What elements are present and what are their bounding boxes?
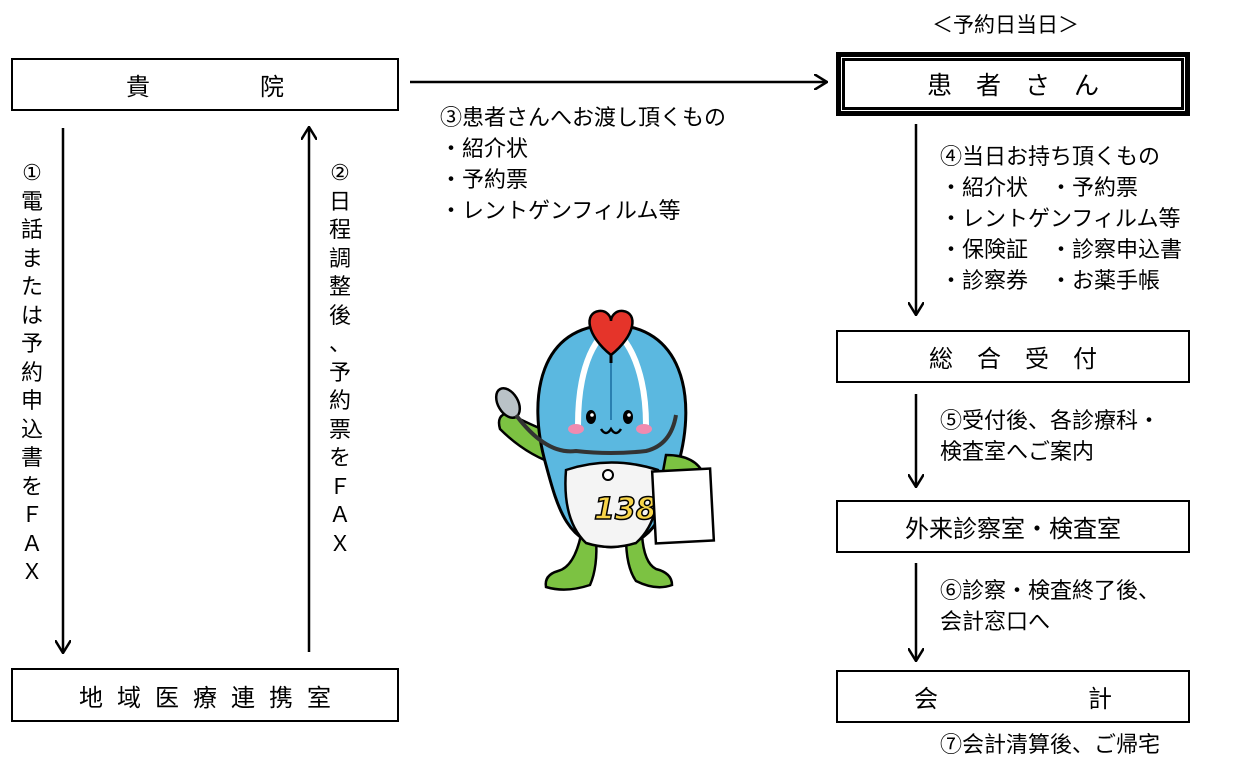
step3-item: ・予約票 [440, 168, 529, 193]
box-regional-liaison: 地 域 医 療 連 携 室 [11, 668, 399, 722]
step3-item: ・紹介状 [440, 137, 529, 162]
box-liaison-char: 地 [79, 683, 103, 712]
hospital-mascot-illustration: 138 [494, 309, 716, 591]
stethoscope-tube [514, 413, 678, 455]
mascot-eye-right [623, 410, 633, 424]
step1-char: 予 [20, 332, 43, 357]
step3-item: ・レントゲンフィルム等 [440, 199, 681, 224]
step1-char: Ｘ [20, 560, 43, 585]
step2-char: 票 [328, 417, 351, 443]
step1-char: 書 [20, 446, 43, 471]
step2-char: 調 [328, 246, 351, 272]
step4-line: ・診察券 ・お薬手帳 [940, 269, 1161, 294]
box-liaison-char: 療 [193, 683, 217, 712]
mascot-number: 138 [594, 492, 657, 527]
step3-heading: ③患者さんへお渡し頂くもの [440, 106, 727, 131]
step2-char: 日 [328, 189, 351, 215]
box-reception-char: 合 [977, 345, 1001, 373]
step6-line: ⑥診察・検査終了後、 [940, 579, 1161, 604]
step6-line: 会計窓口へ [940, 610, 1051, 635]
step1-char: た [20, 275, 43, 300]
step2-char: 程 [328, 218, 351, 243]
step2-char: 後 [328, 303, 351, 329]
box-patient: 患 者 さ ん [836, 52, 1190, 116]
mascot-mouth [599, 426, 623, 435]
step1-char: 約 [20, 360, 43, 386]
step1-char: 電 [20, 189, 43, 215]
box-liaison-char: 室 [307, 683, 331, 712]
step1-char: ま [20, 246, 43, 272]
step1-char: 込 [20, 417, 43, 443]
step2-char: Ｆ [328, 474, 351, 500]
mascot-leg-right [624, 533, 674, 589]
box-patient-char: 者 [975, 71, 1001, 100]
step1-char: は [20, 303, 43, 329]
step1-char: ① [22, 161, 42, 186]
mascot-apron [564, 461, 660, 549]
box-reception-char: 受 [1025, 345, 1049, 373]
box-general-reception: 総 合 受 付 [836, 330, 1190, 383]
step2-char: Ｘ [328, 531, 351, 557]
step2-char: 予 [328, 360, 351, 386]
mascot-cheek-right [636, 424, 652, 434]
step2-label: ② 日 程 調 整 後 、 予 約 票 を Ｆ Ａ Ｘ [326, 160, 354, 559]
box-liaison-char: 域 [117, 683, 141, 712]
box-liaison-char: 連 [231, 683, 255, 712]
box-your-hospital: 貴 院 [11, 58, 399, 111]
step4-line: ・レントゲンフィルム等 [940, 207, 1181, 232]
step5-block: ⑤受付後、各診療科・ 検査室へご案内 [940, 406, 1160, 468]
step1-char: Ｆ [20, 503, 43, 528]
box-your-hospital-char: 院 [260, 73, 284, 101]
box-liaison-char: 医 [155, 683, 179, 712]
step2-char: 、 [328, 332, 351, 357]
step1-char: 話 [20, 218, 43, 243]
mascot-heart-icon [588, 309, 634, 357]
step3-block: ③患者さんへお渡し頂くもの ・紹介状 ・予約票 ・レントゲンフィルム等 [440, 103, 726, 227]
box-accounting-char: 会 [914, 685, 938, 713]
step2-char: を [328, 446, 351, 471]
step4-line: ・紹介状 ・予約票 [940, 176, 1139, 201]
step1-char: 申 [20, 389, 43, 414]
mascot-badge-ring [602, 469, 614, 481]
step2-char: 約 [328, 389, 351, 414]
step4-line: ・保険証 ・診察申込書 [940, 238, 1183, 263]
stethoscope-chestpiece [494, 387, 522, 419]
box-accounting: 会 計 [836, 670, 1190, 723]
step5-line: 検査室へご案内 [940, 440, 1095, 465]
step1-char: Ａ [20, 531, 43, 557]
step6-block: ⑥診察・検査終了後、 会計窓口へ [940, 576, 1160, 638]
box-patient-char: ん [1074, 71, 1100, 100]
box-patient-char: 患 [926, 71, 952, 100]
step1-char: を [20, 474, 43, 500]
step5-line: ⑤受付後、各診療科・ [940, 409, 1161, 434]
step2-char: 整 [328, 275, 351, 300]
step2-char: Ａ [328, 503, 351, 528]
box-accounting-char: 計 [1088, 685, 1112, 713]
box-reception-char: 総 [929, 345, 953, 373]
step7-text: ⑦会計清算後、ご帰宅 [940, 733, 1161, 758]
box-outpatient-exam: 外来診察室・検査室 [836, 500, 1190, 553]
mascot-paper [650, 467, 716, 545]
mascot-eye-left [586, 410, 596, 424]
step2-char: ② [330, 161, 350, 186]
box-reception-char: 付 [1073, 345, 1097, 373]
appointment-day-note: ＜予約日当日＞ [932, 13, 1079, 37]
box-your-hospital-char: 貴 [126, 73, 150, 101]
step1-label: ① 電 話 ま た は 予 約 申 込 書 を Ｆ Ａ Ｘ [18, 160, 46, 588]
step4-heading: ④当日お持ち頂くもの [940, 145, 1161, 170]
box-patient-char: さ [1025, 71, 1051, 100]
step4-block: ④当日お持ち頂くもの ・紹介状 ・予約票 ・レントゲンフィルム等 ・保険証 ・診… [940, 142, 1182, 297]
mascot-cheek-left [568, 424, 584, 434]
mascot-leg-left [544, 533, 598, 591]
box-liaison-char: 携 [269, 683, 293, 712]
